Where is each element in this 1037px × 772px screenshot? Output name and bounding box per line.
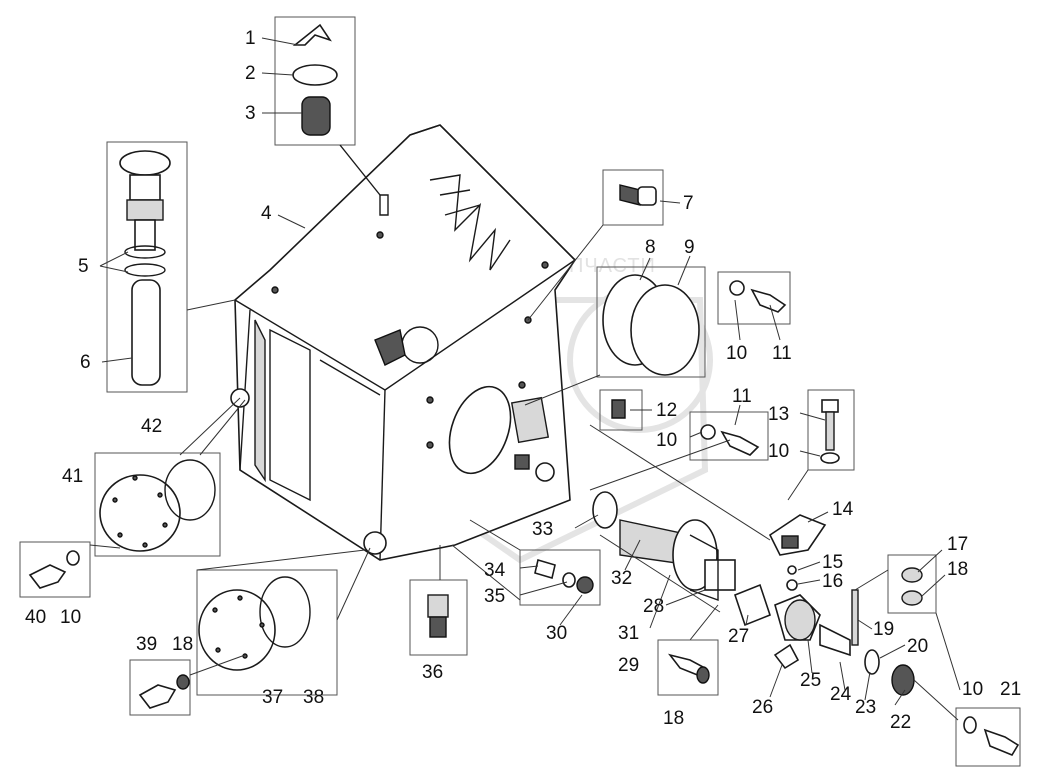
callout-7: 7 <box>683 193 694 214</box>
filler-cap-group <box>274 16 381 196</box>
callout-6: 6 <box>80 352 91 373</box>
callout-10-right: 10 <box>768 441 789 462</box>
callout-17: 17 <box>947 534 968 555</box>
callout-12: 12 <box>656 400 677 421</box>
callout-27: 27 <box>728 626 749 647</box>
callout-36: 36 <box>422 662 443 683</box>
callout-22: 22 <box>890 712 911 733</box>
callout-20: 20 <box>907 636 928 657</box>
callout-9: 9 <box>684 237 695 258</box>
callout-25: 25 <box>800 670 821 691</box>
callout-15: 15 <box>822 552 843 573</box>
callout-24: 24 <box>830 684 852 705</box>
callout-30: 30 <box>546 623 567 644</box>
callout-11-mid: 11 <box>732 386 752 407</box>
bolt-washer-13-10 <box>807 389 855 471</box>
plug-7 <box>527 169 664 321</box>
callout-21: 21 <box>1000 679 1021 700</box>
callout-14: 14 <box>832 499 854 520</box>
plug-12 <box>599 389 643 431</box>
callout-4: 4 <box>261 203 272 224</box>
bolt-washer-10-11-top <box>717 271 791 325</box>
callout-33: 33 <box>532 519 553 540</box>
callout-5: 5 <box>78 256 89 277</box>
callout-40: 40 <box>25 607 46 628</box>
filter-assembly <box>589 439 736 641</box>
callout-29: 29 <box>618 655 639 676</box>
fuel-tank <box>230 124 577 561</box>
callout-labels: 1 2 3 4 5 6 7 8 9 10 11 12 11 10 13 10 1… <box>25 28 1021 733</box>
cover-group-8-9 <box>524 266 706 406</box>
callout-10-mid: 10 <box>656 430 677 451</box>
bolt-washer-40-10 <box>19 541 121 598</box>
callout-34: 34 <box>484 560 506 581</box>
callout-18-right: 18 <box>947 559 968 580</box>
callout-31: 31 <box>618 623 639 644</box>
callout-32: 32 <box>611 568 632 589</box>
callout-11-top: 11 <box>772 343 792 364</box>
callout-16: 16 <box>822 571 843 592</box>
drain-assembly-30-35 <box>519 549 601 606</box>
bolt-washer-10-11-mid <box>689 411 769 461</box>
callout-18-left: 18 <box>172 634 193 655</box>
callout-35: 35 <box>484 586 505 607</box>
callout-13: 13 <box>768 404 789 425</box>
callout-8: 8 <box>645 237 656 258</box>
callout-42: 42 <box>141 416 162 437</box>
callout-18-bottom: 18 <box>663 708 684 729</box>
callout-28: 28 <box>643 596 664 617</box>
callout-41: 41 <box>62 466 83 487</box>
callout-10-top: 10 <box>726 343 747 364</box>
callout-10-bottom: 10 <box>962 679 983 700</box>
leader-lines <box>99 37 946 706</box>
callout-3: 3 <box>245 103 256 124</box>
callout-10-left: 10 <box>60 607 81 628</box>
callout-38: 38 <box>303 687 324 708</box>
bolt-washer-10-21-bottom <box>913 679 1021 767</box>
bolt-washer-39-18 <box>129 654 246 716</box>
callout-39: 39 <box>136 634 157 655</box>
callout-1: 1 <box>245 28 256 49</box>
callout-37: 37 <box>262 687 283 708</box>
callout-2: 2 <box>245 63 256 84</box>
cover-group-41-42 <box>94 397 246 557</box>
elbow-fittings <box>734 583 915 696</box>
bracket-lines <box>451 519 961 691</box>
clamp-14 <box>589 424 827 556</box>
callout-23: 23 <box>855 697 876 718</box>
cover-group-37-38 <box>196 547 371 696</box>
callout-19: 19 <box>873 619 894 640</box>
callout-26: 26 <box>752 697 773 718</box>
level-gauge-group <box>106 141 236 393</box>
plug-36 <box>409 545 468 656</box>
bolt-washer-29-18 <box>657 639 719 696</box>
small-parts-15-20 <box>786 554 937 646</box>
